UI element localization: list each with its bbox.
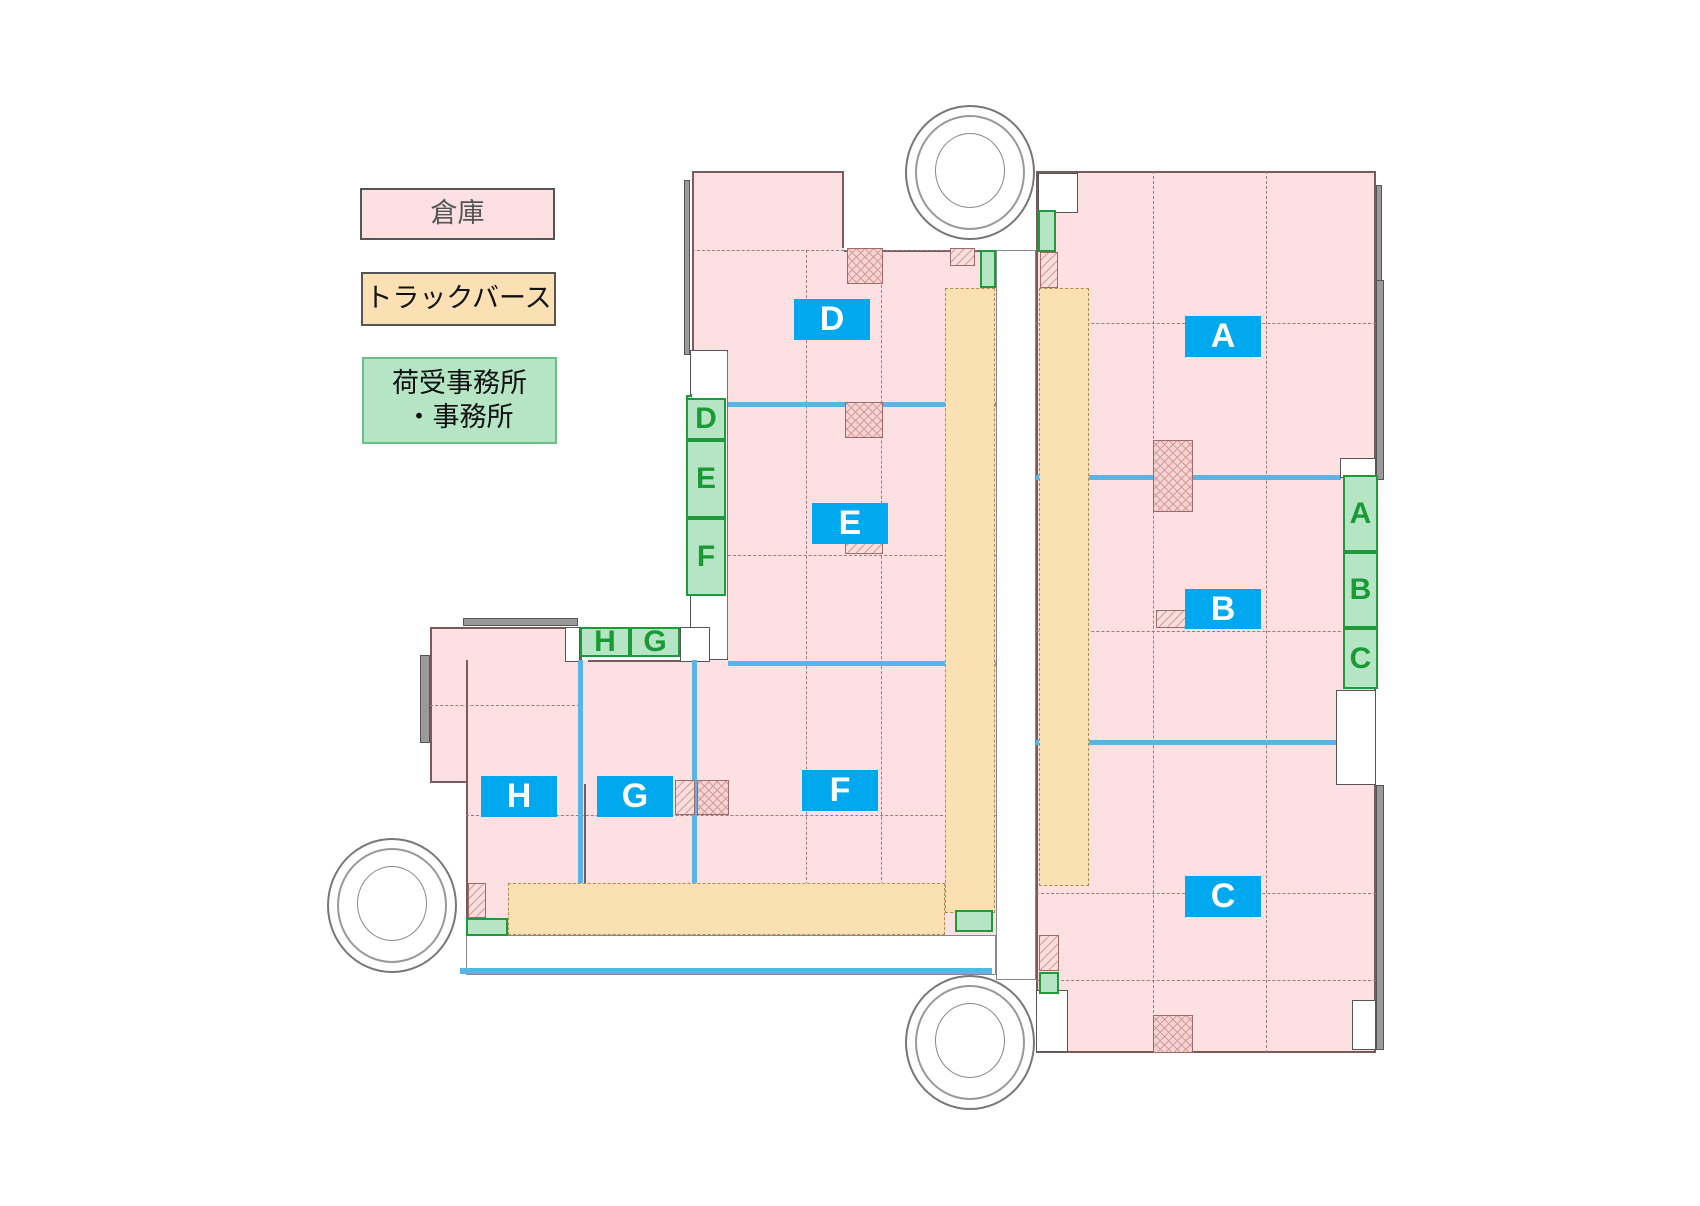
legend-warehouse-label: 倉庫 [430, 198, 485, 230]
exterior-wall [1376, 185, 1382, 290]
shaft-hatch [950, 248, 975, 266]
fire-wall-ef [728, 661, 998, 666]
office-g: G [630, 625, 680, 658]
fire-wall-south [460, 968, 992, 974]
office-a: A [1343, 475, 1378, 552]
berth-office [1039, 972, 1059, 994]
truck-berth-south [508, 883, 945, 935]
grid-line [1153, 171, 1154, 1053]
unit-a-text: A [1210, 317, 1236, 355]
grid-line [692, 250, 998, 251]
office-b: B [1343, 552, 1378, 628]
office-f-label: F [696, 540, 716, 573]
ramp-left-ring [337, 848, 447, 963]
office-c-label: C [1349, 641, 1372, 675]
grid-line [430, 705, 580, 706]
unit-label-g: G [597, 776, 673, 817]
unit-label-e: E [812, 503, 888, 544]
shaft-hatch [1153, 440, 1193, 512]
exterior-wall [420, 655, 430, 743]
shaft-hatch [675, 780, 695, 815]
shaft-hatch [697, 780, 729, 815]
ramp-top [905, 105, 1035, 240]
unit-label-d: D [794, 299, 870, 340]
office-e: E [686, 440, 726, 518]
stair-core [1336, 690, 1376, 785]
office-h: H [580, 625, 630, 658]
legend-truck-berth-label: トラックバース [365, 283, 552, 315]
stair-core [565, 627, 580, 662]
berth-office [955, 910, 993, 932]
office-f: F [686, 518, 726, 596]
truck-berth-east [1039, 288, 1089, 886]
stair-core [1352, 1000, 1376, 1050]
shaft-hatch [468, 883, 486, 918]
fire-wall-gh [578, 660, 583, 938]
exterior-wall [684, 180, 690, 355]
ramp-bottom [905, 975, 1035, 1110]
office-h-label: H [594, 625, 616, 658]
shaft-hatch [847, 248, 883, 284]
grid-line [728, 555, 998, 556]
legend-office-label-2: ・事務所 [405, 401, 514, 433]
fire-wall-bc [1036, 740, 1341, 745]
warehouse-block-d-top [692, 171, 844, 253]
berth-office [1038, 210, 1056, 252]
stair-core [1038, 173, 1078, 213]
truck-berth-west [945, 288, 995, 913]
ramp-top-ring [915, 115, 1025, 230]
legend-office-label-1: 荷受事務所 [392, 367, 527, 399]
grid-line [1036, 980, 1376, 981]
unit-label-a: A [1185, 316, 1261, 357]
ramp-top-core [935, 133, 1005, 208]
grid-line [806, 250, 807, 940]
grid-line [466, 815, 998, 816]
unit-label-c: C [1185, 876, 1261, 917]
exterior-wall [1376, 280, 1384, 480]
berth-office [980, 250, 996, 288]
unit-c-text: C [1210, 877, 1236, 915]
grid-line [881, 250, 882, 940]
ramp-left-core [357, 866, 427, 941]
unit-label-f: F [802, 770, 878, 811]
office-c: C [1343, 628, 1378, 689]
legend-truck-berth: トラックバース [361, 272, 556, 326]
unit-d-text: D [819, 300, 845, 338]
office-d: D [686, 398, 726, 440]
office-g-label: G [643, 625, 667, 658]
grid-line [1036, 631, 1376, 632]
legend-warehouse: 倉庫 [360, 188, 555, 240]
unit-g-text: G [621, 777, 649, 815]
unit-label-b: B [1185, 589, 1261, 629]
exterior-wall [1376, 785, 1384, 1050]
unit-b-text: B [1210, 589, 1236, 628]
block-join [468, 660, 588, 784]
shaft-hatch [1153, 1015, 1193, 1053]
office-e-label: E [695, 462, 716, 495]
unit-h-text: H [506, 777, 532, 815]
ramp-bottom-core [935, 1003, 1005, 1078]
shaft-hatch [1039, 935, 1059, 971]
unit-e-text: E [838, 504, 862, 542]
exterior-wall [463, 618, 578, 626]
office-d-label: D [695, 402, 717, 435]
office-b-label: B [1349, 573, 1372, 606]
office-a-label: A [1349, 496, 1372, 530]
stair-core [680, 627, 710, 662]
legend-office: 荷受事務所 ・事務所 [362, 357, 557, 444]
ramp-bottom-ring [915, 985, 1025, 1100]
grid-line [1266, 171, 1267, 1053]
stair-core [1036, 990, 1068, 1052]
unit-label-h: H [481, 776, 557, 817]
unit-f-text: F [829, 771, 851, 809]
shaft-hatch [1156, 610, 1186, 628]
ramp-left [327, 838, 457, 973]
berth-office [466, 918, 508, 936]
shaft-hatch [845, 402, 883, 438]
central-ramp-aisle [996, 250, 1036, 980]
shaft-hatch [1040, 252, 1058, 288]
